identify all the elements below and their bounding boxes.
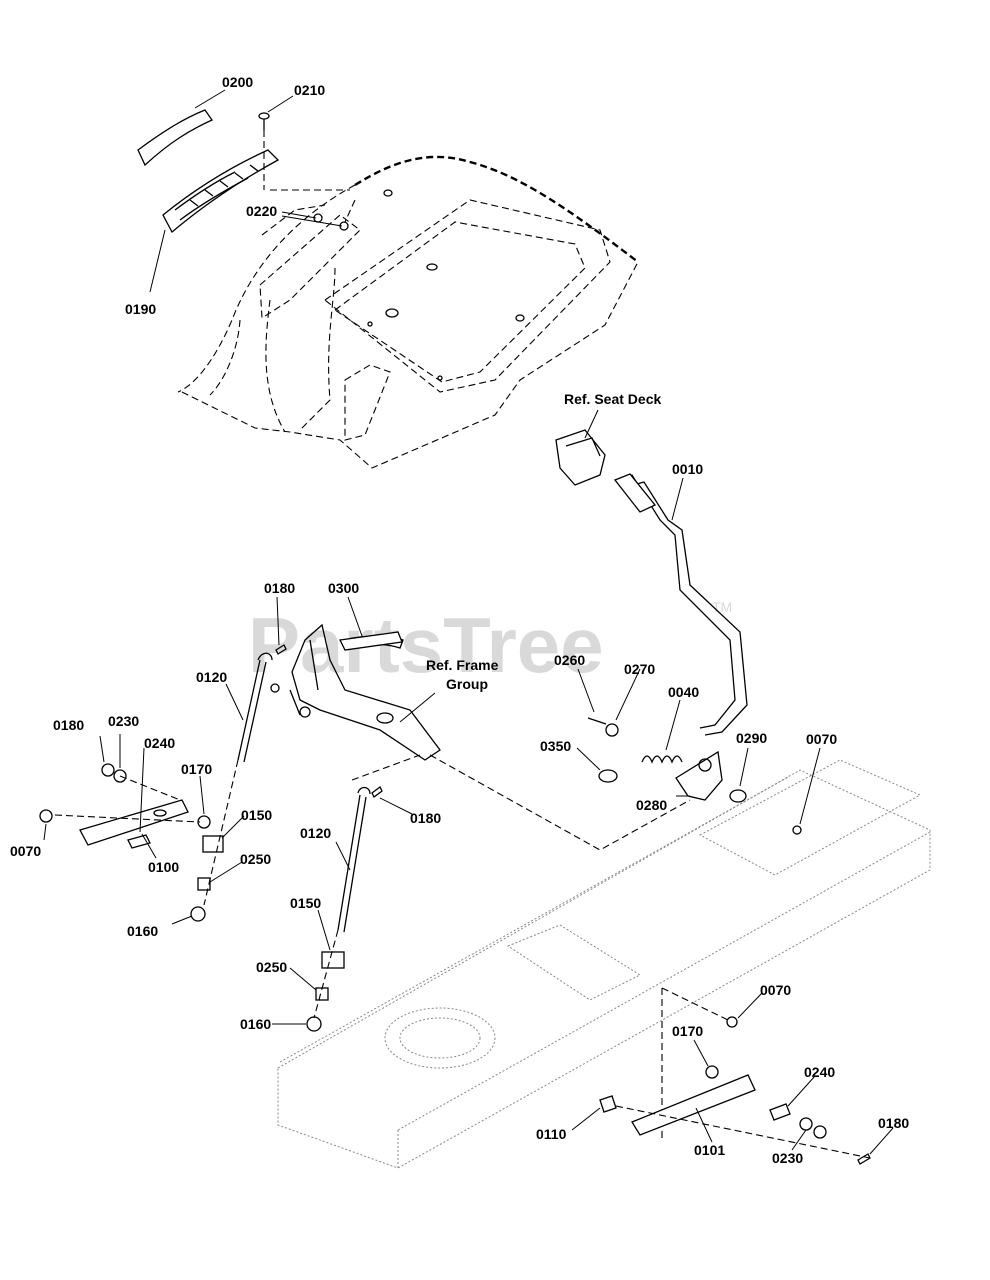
callout-0170: 0170	[181, 761, 212, 777]
callout-0250: 0250	[256, 959, 287, 975]
watermark-logo: PartsTree	[248, 601, 604, 689]
bracket-0100	[79, 799, 189, 846]
callout-0040: 0040	[668, 684, 699, 700]
handle-grip-0300	[339, 631, 403, 651]
seat-deck-pad	[555, 429, 606, 486]
nut-0160-left	[190, 906, 206, 922]
tractor-frame	[277, 759, 931, 1169]
nut-0070-right	[726, 1016, 738, 1028]
bolt-0110	[599, 1095, 617, 1113]
callout-0070: 0070	[760, 982, 791, 998]
callout-0350: 0350	[540, 738, 571, 754]
leader-lines	[43, 89, 894, 1155]
lift-lever-0010	[613, 473, 748, 736]
bushing-0350	[598, 769, 618, 783]
washer-0290	[729, 789, 747, 803]
callout-0070: 0070	[10, 843, 41, 859]
callout-0120: 0120	[300, 825, 331, 841]
nut-0160-right	[306, 1016, 322, 1032]
indicator-plate-0190	[162, 149, 280, 234]
callout-0180: 0180	[264, 580, 295, 596]
callout-0150: 0150	[290, 895, 321, 911]
hairpin-clip-0180-a	[275, 644, 287, 655]
callout-0270: 0270	[624, 661, 655, 677]
link-rod-0120-upper	[237, 652, 273, 763]
callout-0160: 0160	[240, 1016, 271, 1032]
callout-0180: 0180	[53, 717, 84, 733]
nuts-0220	[313, 213, 349, 231]
screw-0210	[258, 112, 270, 130]
callout-0230: 0230	[108, 713, 139, 729]
block-0150-right	[321, 951, 345, 969]
bracket-0101	[631, 1074, 756, 1136]
ref-frame-group-label-line2: Group	[446, 676, 488, 692]
decal-strip-0200	[137, 109, 213, 167]
nut-0170-right	[705, 1065, 719, 1079]
ref-seat-deck-label: Ref. Seat Deck	[564, 391, 661, 407]
callout-0240: 0240	[804, 1064, 835, 1080]
washer-0270	[605, 723, 619, 737]
callout-0240: 0240	[144, 735, 175, 751]
callout-0280: 0280	[636, 797, 667, 813]
callout-0070: 0070	[806, 731, 837, 747]
callout-0230: 0230	[772, 1150, 803, 1166]
block-0150-left	[202, 835, 224, 853]
callout-0170: 0170	[672, 1023, 703, 1039]
bolt-0260	[587, 717, 607, 725]
pivot-bracket-0280	[675, 750, 723, 801]
callout-0210: 0210	[294, 82, 325, 98]
watermark-trademark: TM	[712, 599, 732, 615]
bolt-0240-right	[769, 1103, 791, 1121]
hairpin-clip-0180-c	[371, 786, 383, 798]
washer-0230-left-1	[101, 763, 115, 777]
callout-0110: 0110	[536, 1126, 567, 1142]
spring-0040	[641, 755, 683, 764]
callout-0180: 0180	[410, 810, 441, 826]
nut-0070-left	[39, 809, 53, 823]
callout-0190: 0190	[125, 301, 156, 317]
link-rod-0120-lower	[337, 786, 371, 933]
spacer-0250-left	[197, 877, 211, 891]
callout-0010: 0010	[672, 461, 703, 477]
callout-0120: 0120	[196, 669, 227, 685]
callout-0160: 0160	[127, 923, 158, 939]
ref-frame-group-label-line1: Ref. Frame	[426, 657, 499, 673]
nut-0070-top	[792, 825, 802, 835]
washer-0230-right-1	[799, 1117, 813, 1131]
callout-0260: 0260	[554, 652, 585, 668]
callout-0180: 0180	[878, 1115, 909, 1131]
callout-0200: 0200	[222, 74, 253, 90]
callout-0290: 0290	[736, 730, 767, 746]
washer-0230-right-2	[813, 1125, 827, 1139]
callout-0300: 0300	[328, 580, 359, 596]
callout-0250: 0250	[240, 851, 271, 867]
fender-seat-deck	[177, 155, 639, 469]
callout-0220: 0220	[246, 203, 277, 219]
callout-0150: 0150	[241, 807, 272, 823]
callout-0101: 0101	[694, 1142, 725, 1158]
callout-0100: 0100	[148, 859, 179, 875]
